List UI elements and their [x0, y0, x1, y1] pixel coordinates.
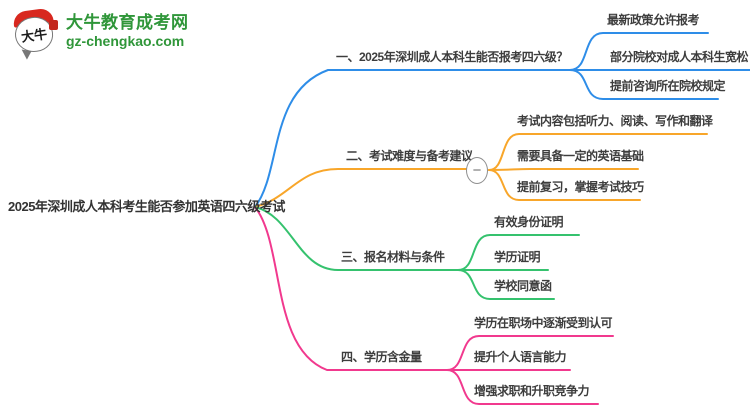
branch4-label-node[interactable]: 四、学历含金量: [341, 350, 422, 364]
branch1-label-node[interactable]: 一、2025年深圳成人本科生能否报考四六级？: [336, 50, 568, 64]
branch1-child1-node[interactable]: 最新政策允许报考: [607, 13, 700, 27]
logo-title: 大牛教育成考网: [66, 13, 189, 32]
branch1-child3-node[interactable]: 提前咨询所在院校规定: [610, 79, 726, 93]
logo-seal-shape: [49, 20, 58, 30]
logo-text-block: 大牛教育成考网 gz-chengkao.com: [66, 8, 189, 58]
branch3-child2-node[interactable]: 学历证明: [494, 250, 541, 264]
central-topic-node[interactable]: 2025年深圳成人本科考生能否参加英语四六级考试: [8, 199, 285, 214]
branch3-links: [254, 206, 580, 300]
branch1-links: [254, 32, 750, 208]
branch3-child1-node[interactable]: 有效身份证明: [494, 215, 564, 229]
logo-subtitle: gz-chengkao.com: [66, 33, 185, 49]
branch4-links: [254, 206, 614, 405]
minus-icon: −: [472, 162, 482, 179]
branch2-links: [254, 133, 708, 208]
branch1-child2-node[interactable]: 部分院校对成人本科生宽松: [610, 50, 749, 64]
branch3-label-node[interactable]: 三、报名材料与条件: [341, 250, 445, 264]
branch2-child2-node[interactable]: 需要具备一定的英语基础: [517, 149, 644, 163]
branch4-child3-node[interactable]: 增强求职和升职竞争力: [474, 384, 590, 398]
site-logo: 大牛 大牛教育成考网 gz-chengkao.com: [12, 7, 189, 58]
branch2-label-node[interactable]: 二、考试难度与备考建议: [346, 149, 473, 163]
branch2-child3-node[interactable]: 提前复习，掌握考试技巧: [517, 180, 644, 194]
branch4-child2-node[interactable]: 提升个人语言能力: [474, 350, 567, 364]
daniu-logo-icon: 大牛: [12, 7, 60, 58]
collapse-toggle-icon[interactable]: −: [466, 157, 488, 184]
branch2-child1-node[interactable]: 考试内容包括听力、阅读、写作和翻译: [517, 114, 713, 128]
branch3-child3-node[interactable]: 学校同意函: [494, 279, 552, 293]
logo-icon-text: 大牛: [20, 26, 49, 45]
branch4-child1-node[interactable]: 学历在职场中逐渐受到认可: [474, 316, 613, 330]
